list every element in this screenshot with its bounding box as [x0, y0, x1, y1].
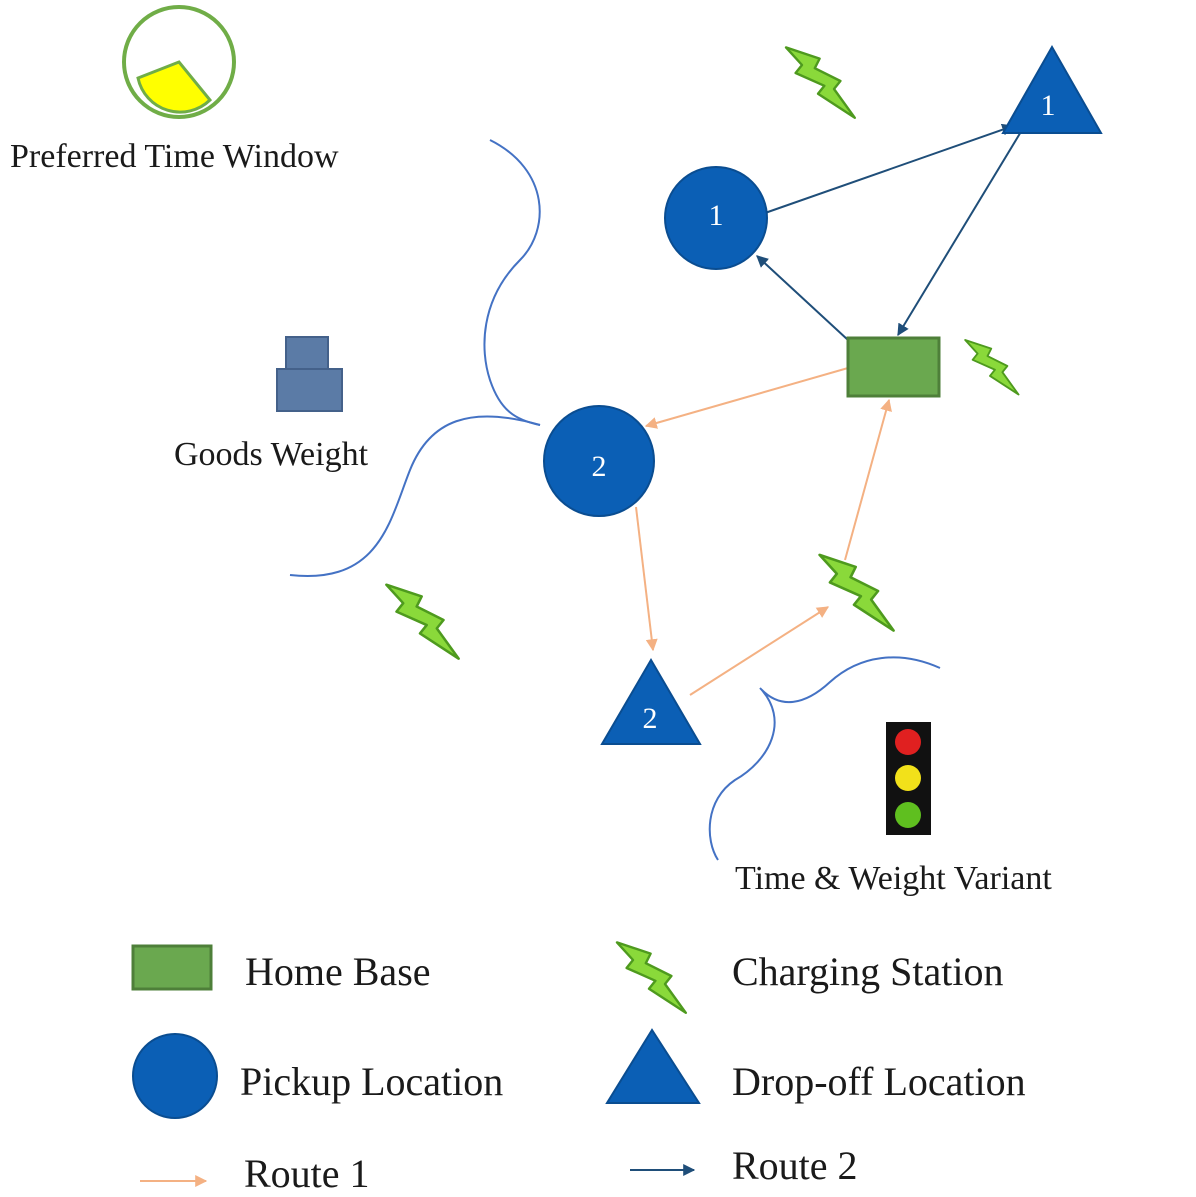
charging-station-icon	[784, 46, 857, 120]
charging-station-icon	[384, 583, 461, 661]
time-weight-variant-label: Time & Weight Variant	[735, 860, 1052, 897]
preferred-time-window-label: Preferred Time Window	[10, 138, 339, 175]
traffic-light-icon	[886, 722, 931, 835]
charging-station-icon	[818, 553, 896, 633]
home-base	[846, 336, 941, 398]
legend-home-base-symbol	[131, 944, 213, 991]
goods-weight-icon	[276, 336, 343, 412]
legend-home-base-label: Home Base	[245, 949, 431, 994]
route-1-segment	[635, 506, 658, 652]
legend-dropoff-symbol	[605, 1028, 701, 1104]
pickup-2-label: 2	[591, 450, 607, 483]
route-2-segment	[897, 129, 1023, 337]
goods-weight-label: Goods Weight	[174, 436, 369, 473]
legend-route-2-label: Route 2	[732, 1143, 858, 1188]
legend-dropoff-label: Drop-off Location	[732, 1059, 1026, 1104]
route-2-segment	[764, 123, 1015, 214]
dropoff-location-2	[600, 658, 702, 745]
boundary-curve-upper	[483, 139, 541, 426]
legend-route-1-label: Route 1	[244, 1151, 370, 1196]
legend-pickup-symbol	[132, 1033, 218, 1119]
route-2-segment	[756, 255, 849, 341]
time-window-icon	[122, 5, 236, 119]
dropoff-location-1	[1001, 44, 1103, 134]
boundary-curve-right	[708, 656, 941, 861]
route-1-segment	[844, 398, 892, 561]
route-1-segment	[689, 606, 830, 696]
boundary-curve-lower	[289, 415, 541, 578]
charging-station-icon	[964, 338, 1020, 396]
pickup-location-2	[543, 405, 655, 517]
dropoff-1-label: 1	[1040, 89, 1056, 122]
route-1-segment	[644, 367, 849, 429]
legend-pickup-label: Pickup Location	[240, 1059, 504, 1104]
legend-charging-station-label: Charging Station	[732, 949, 1004, 994]
pickup-location-1	[664, 166, 768, 270]
dropoff-2-label: 2	[642, 702, 658, 735]
pickup-1-label: 1	[708, 199, 724, 232]
legend-charging-station-icon	[615, 940, 688, 1015]
